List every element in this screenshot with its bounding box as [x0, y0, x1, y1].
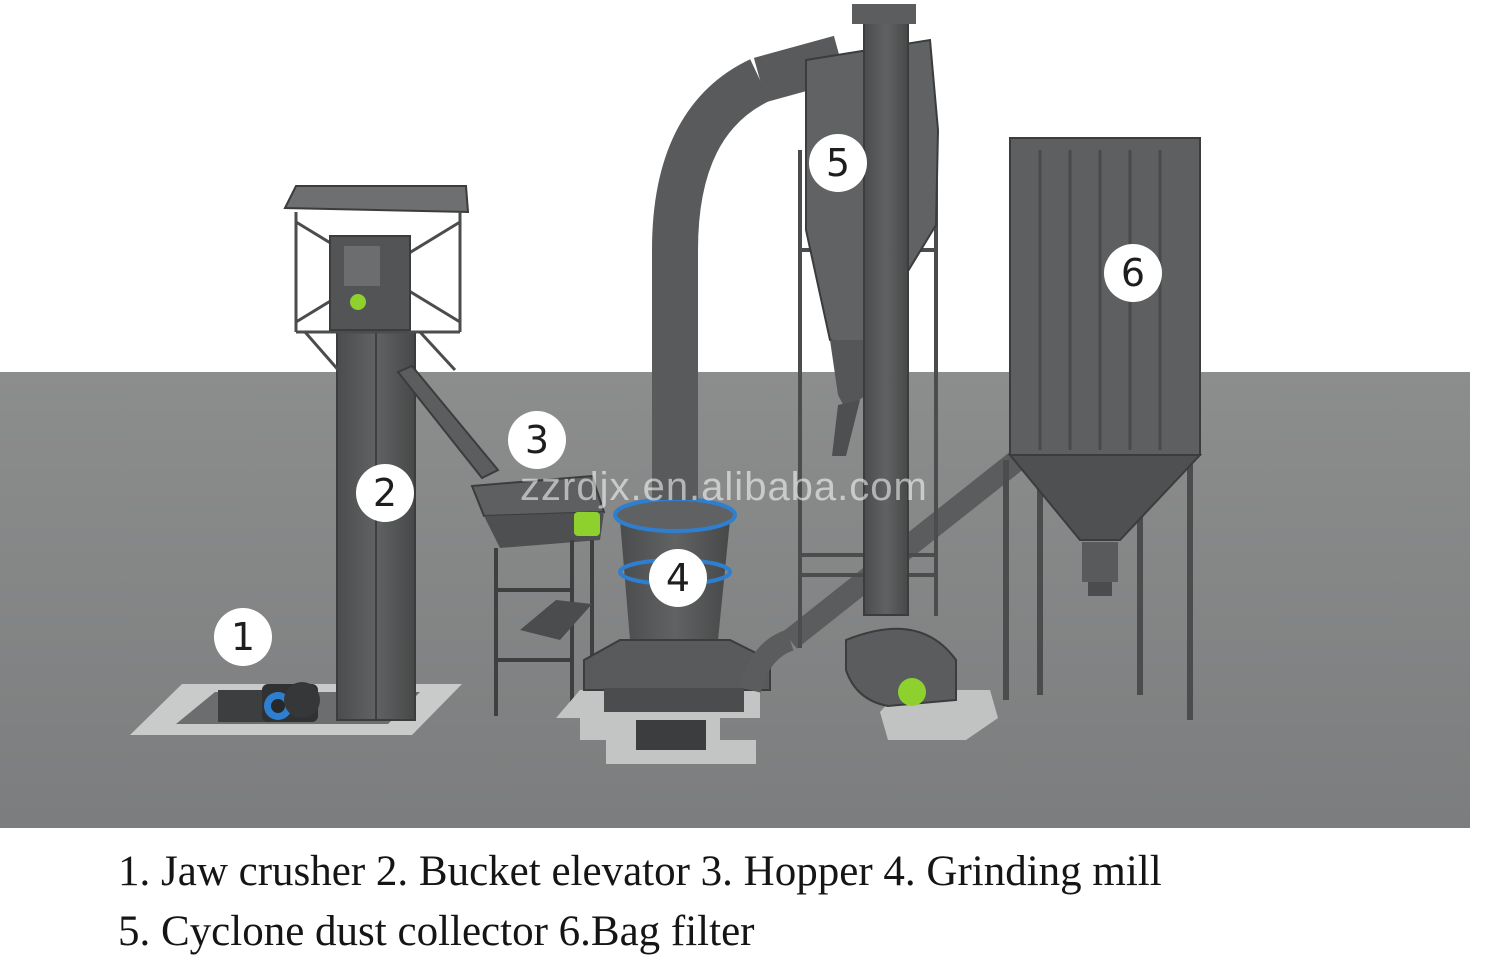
label-badge-5-text: 5: [826, 141, 850, 185]
label-badge-3: 3: [508, 411, 566, 469]
label-badge-5: 5: [809, 134, 867, 192]
cyclone-dust-collector: [798, 4, 940, 648]
label-badge-6: 6: [1104, 244, 1162, 302]
label-badge-2: 2: [356, 464, 414, 522]
caption-line-2: 5. Cyclone dust collector 6.Bag filter: [118, 908, 755, 955]
bucket-elevator: [283, 185, 500, 721]
label-badge-6-text: 6: [1121, 251, 1145, 295]
exhaust-fan: [845, 627, 998, 740]
watermark-text: zzrdjx.en.alibaba.com: [520, 465, 928, 509]
legend-caption: 1. Jaw crusher 2. Bucket elevator 3. Hop…: [118, 842, 1478, 962]
label-badge-4: 4: [649, 549, 707, 607]
label-badge-1-text: 1: [231, 615, 255, 659]
label-badge-2-text: 2: [373, 471, 397, 515]
bag-filter: [1003, 137, 1203, 720]
production-line-illustration: 1 2 3 4 5 6 zzrdjx.en.alibaba.com: [0, 4, 1470, 828]
grinding-mill: [556, 497, 771, 764]
label-badge-1: 1: [214, 608, 272, 666]
hopper: [470, 474, 606, 716]
caption-line-1: 1. Jaw crusher 2. Bucket elevator 3. Hop…: [118, 848, 1162, 895]
label-badge-3-text: 3: [525, 418, 549, 462]
label-badge-4-text: 4: [666, 556, 690, 600]
